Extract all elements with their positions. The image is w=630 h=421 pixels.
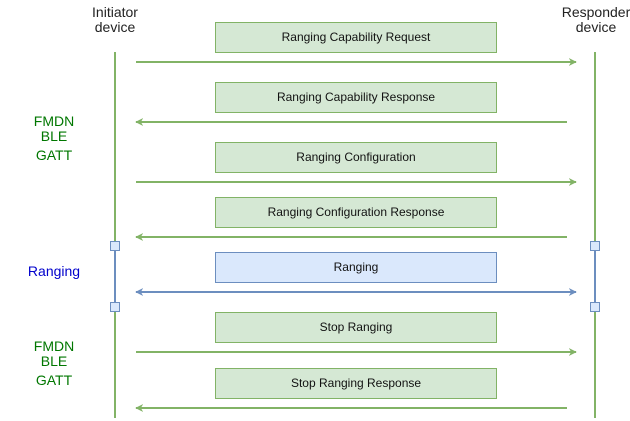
phase-label: FMDN bbox=[34, 113, 74, 129]
phase-label: BLE bbox=[41, 353, 67, 369]
message-label: Ranging Capability Request bbox=[282, 30, 431, 44]
message-label: Stop Ranging Response bbox=[291, 376, 421, 390]
phase-label: GATT bbox=[36, 372, 73, 388]
message-box bbox=[215, 312, 497, 343]
initiator-phase-marker bbox=[110, 302, 120, 312]
phase-label: BLE bbox=[41, 128, 67, 144]
message-box bbox=[215, 252, 497, 283]
initiator-label: device bbox=[95, 19, 136, 35]
initiator-label: Initiator bbox=[92, 4, 138, 20]
phase-label: GATT bbox=[36, 147, 73, 163]
message-box bbox=[215, 368, 497, 399]
responder-phase-marker bbox=[590, 241, 600, 251]
phase-label: FMDN bbox=[34, 338, 74, 354]
message-label: Stop Ranging bbox=[320, 320, 393, 334]
responder-label: Responder bbox=[562, 4, 630, 20]
message-label: Ranging Configuration Response bbox=[268, 205, 445, 219]
initiator-phase-marker bbox=[110, 241, 120, 251]
responder-label: device bbox=[576, 19, 617, 35]
phase-label: Ranging bbox=[28, 263, 80, 279]
responder-phase-marker bbox=[590, 302, 600, 312]
message-box bbox=[215, 22, 497, 53]
message-box bbox=[215, 197, 497, 228]
message-label: Ranging Configuration bbox=[296, 150, 415, 164]
message-box bbox=[215, 82, 497, 113]
message-label: Ranging Capability Response bbox=[277, 90, 435, 104]
message-box bbox=[215, 142, 497, 173]
message-label: Ranging bbox=[334, 260, 379, 274]
